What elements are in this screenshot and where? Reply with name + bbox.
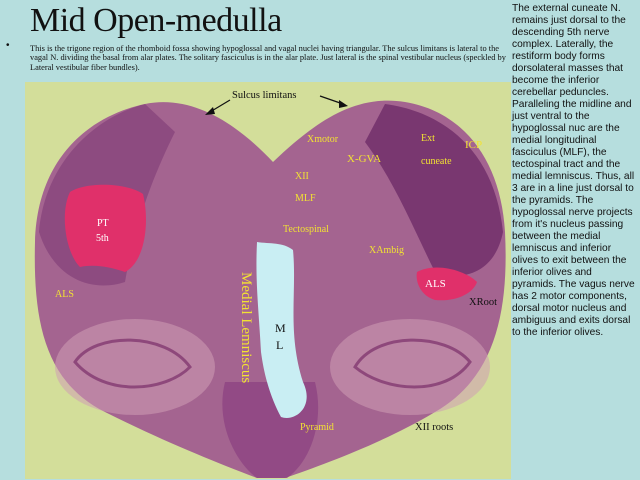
- side-description: The external cuneate N. remains just dor…: [512, 3, 635, 338]
- label-ext: Ext: [421, 133, 435, 144]
- left-olive-fold: [73, 338, 192, 389]
- medial-lemniscus-area: [256, 242, 307, 418]
- label-als-right: ALS: [425, 278, 446, 290]
- medulla-section-image: Sulcus limitans Xmotor X-GVA Ext cuneate…: [25, 82, 511, 479]
- label-5th: 5th: [96, 233, 109, 244]
- label-als-left: ALS: [55, 289, 74, 300]
- label-mlf: MLF: [295, 193, 316, 204]
- label-ml-l: L: [276, 338, 284, 352]
- pt-5th-highlight: [64, 184, 146, 272]
- label-icp: ICP: [465, 139, 483, 151]
- slide-title: Mid Open-medulla: [30, 2, 282, 39]
- label-xii-roots: XII roots: [415, 422, 454, 433]
- label-ml-m: M: [275, 321, 286, 335]
- label-tectospinal: Tectospinal: [283, 224, 329, 235]
- right-olive-fold: [353, 338, 472, 389]
- label-sulcus-limitans: Sulcus limitans: [232, 90, 297, 101]
- medulla-tissue-drawing: [34, 95, 506, 478]
- label-xii: XII: [295, 171, 309, 182]
- bullet-marker: •: [6, 40, 10, 51]
- als-highlight: [416, 267, 477, 301]
- label-xroot: XRoot: [469, 297, 498, 308]
- left-olive: [55, 319, 215, 415]
- caption-text: This is the trigone region of the rhombo…: [30, 44, 506, 72]
- label-xmotor: Xmotor: [307, 134, 339, 145]
- label-pt: PT: [97, 218, 109, 229]
- label-cuneate: cuneate: [421, 156, 452, 167]
- right-olive: [330, 319, 490, 415]
- label-x-gva: X-GVA: [347, 153, 382, 165]
- label-pyramid: Pyramid: [300, 422, 334, 433]
- label-medial-lemniscus: Medial Lemniscus: [238, 272, 254, 384]
- sulcus-arrowhead-right: [339, 100, 348, 108]
- right-dorsolateral-mass: [365, 104, 503, 276]
- sulcus-arrowhead-left: [205, 107, 215, 115]
- label-xambig: XAmbig: [369, 245, 404, 256]
